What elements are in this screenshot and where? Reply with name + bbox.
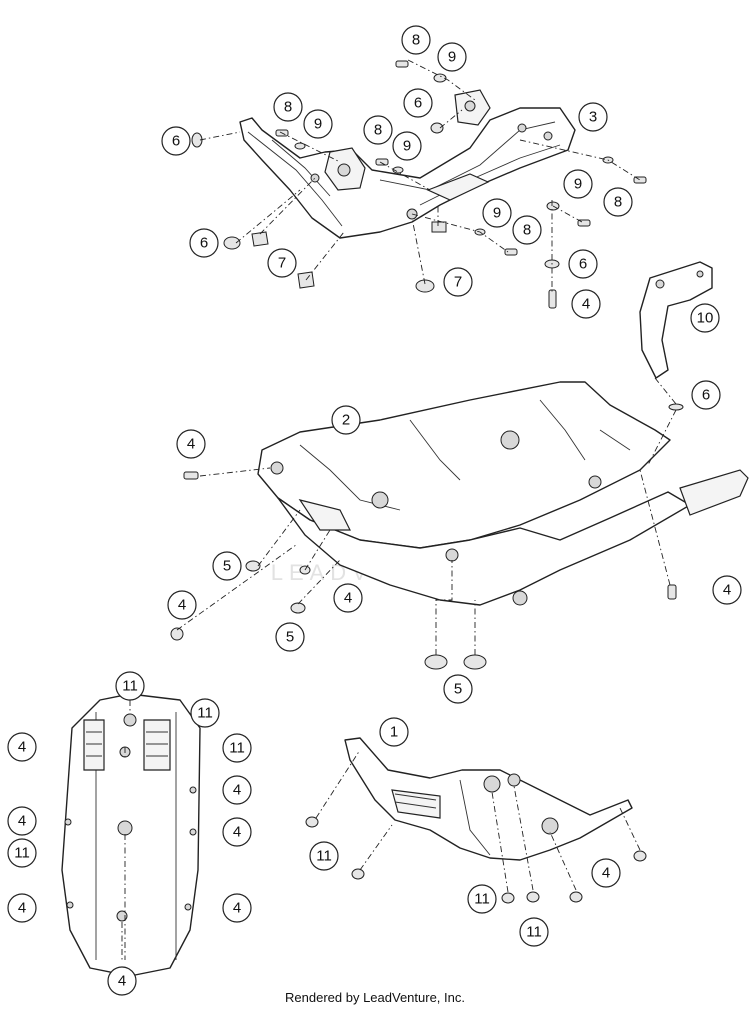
callout-8: 8 xyxy=(512,215,542,245)
callout-9: 9 xyxy=(392,131,422,161)
callout-6: 6 xyxy=(161,126,191,156)
upper-frame-part-3 xyxy=(239,89,576,239)
svg-text:11: 11 xyxy=(14,845,30,862)
callout-7: 7 xyxy=(267,248,297,278)
callout-2: 2 xyxy=(331,405,361,435)
callout-10: 10 xyxy=(690,303,720,333)
skid-plate-front-view xyxy=(61,693,201,977)
svg-text:8: 8 xyxy=(284,99,292,116)
svg-text:4: 4 xyxy=(178,597,186,614)
rear-guard-part-1 xyxy=(305,737,647,904)
callout-6: 6 xyxy=(189,228,219,258)
svg-text:9: 9 xyxy=(403,138,411,155)
callout-6: 6 xyxy=(691,380,721,410)
svg-text:6: 6 xyxy=(172,133,180,150)
svg-text:11: 11 xyxy=(122,678,138,695)
bracket-part-10 xyxy=(639,261,713,411)
svg-text:7: 7 xyxy=(278,255,286,272)
callout-11: 11 xyxy=(222,733,252,763)
callout-4: 4 xyxy=(222,817,252,847)
callout-5: 5 xyxy=(212,551,242,581)
callout-8: 8 xyxy=(401,25,431,55)
callout-11: 11 xyxy=(7,838,37,868)
callout-4: 4 xyxy=(222,775,252,805)
callout-11: 11 xyxy=(115,671,145,701)
callout-11: 11 xyxy=(519,917,549,947)
render-credit: Rendered by LeadVenture, Inc. xyxy=(285,990,465,1005)
callout-11: 11 xyxy=(190,698,220,728)
svg-text:3: 3 xyxy=(589,109,597,126)
svg-text:2: 2 xyxy=(342,412,350,429)
svg-text:7: 7 xyxy=(454,274,462,291)
callout-11: 11 xyxy=(467,884,497,914)
callout-4: 4 xyxy=(167,590,197,620)
callout-4: 4 xyxy=(591,858,621,888)
svg-text:6: 6 xyxy=(414,95,422,112)
svg-text:6: 6 xyxy=(200,235,208,252)
svg-text:4: 4 xyxy=(233,782,241,799)
svg-text:4: 4 xyxy=(187,436,195,453)
callouts: 8 9 6 3 8 9 8 9 6 9 8 9 8 6 7 7 6 4 10 6… xyxy=(7,25,742,996)
svg-text:11: 11 xyxy=(197,705,213,722)
callout-5: 5 xyxy=(443,674,473,704)
svg-text:4: 4 xyxy=(344,590,352,607)
svg-text:11: 11 xyxy=(316,848,332,865)
callout-4: 4 xyxy=(7,732,37,762)
svg-text:4: 4 xyxy=(18,813,26,830)
svg-text:5: 5 xyxy=(223,558,231,575)
svg-text:6: 6 xyxy=(579,256,587,273)
svg-text:8: 8 xyxy=(374,122,382,139)
upper-hardware xyxy=(191,60,647,309)
svg-text:1: 1 xyxy=(390,724,398,741)
callout-4: 4 xyxy=(107,966,137,996)
svg-text:5: 5 xyxy=(286,629,294,646)
svg-text:8: 8 xyxy=(614,194,622,211)
callout-4: 4 xyxy=(571,289,601,319)
svg-text:6: 6 xyxy=(702,387,710,404)
svg-text:4: 4 xyxy=(18,900,26,917)
callout-3: 3 xyxy=(578,102,608,132)
svg-text:8: 8 xyxy=(412,32,420,49)
skid-plate-part-2 xyxy=(257,381,749,606)
svg-text:4: 4 xyxy=(233,824,241,841)
svg-text:4: 4 xyxy=(602,865,610,882)
callout-5: 5 xyxy=(275,622,305,652)
svg-text:11: 11 xyxy=(229,740,245,757)
callout-8: 8 xyxy=(363,115,393,145)
callout-4: 4 xyxy=(333,583,363,613)
callout-4: 4 xyxy=(7,806,37,836)
svg-text:11: 11 xyxy=(474,891,490,908)
svg-text:4: 4 xyxy=(233,900,241,917)
svg-text:4: 4 xyxy=(723,582,731,599)
leader-lines xyxy=(121,59,677,960)
svg-text:4: 4 xyxy=(118,973,126,990)
svg-text:4: 4 xyxy=(18,739,26,756)
svg-text:9: 9 xyxy=(448,49,456,66)
svg-text:10: 10 xyxy=(697,310,714,327)
svg-text:9: 9 xyxy=(493,205,501,222)
callout-8: 8 xyxy=(603,187,633,217)
callout-11: 11 xyxy=(309,841,339,871)
svg-text:11: 11 xyxy=(526,924,542,941)
callout-9: 9 xyxy=(563,169,593,199)
callout-8: 8 xyxy=(273,92,303,122)
callout-7: 7 xyxy=(443,267,473,297)
callout-1: 1 xyxy=(379,717,409,747)
callout-4: 4 xyxy=(176,429,206,459)
svg-text:8: 8 xyxy=(523,222,531,239)
callout-4: 4 xyxy=(7,893,37,923)
svg-text:5: 5 xyxy=(454,681,462,698)
svg-text:9: 9 xyxy=(314,116,322,133)
callout-9: 9 xyxy=(303,109,333,139)
callout-9: 9 xyxy=(482,198,512,228)
callout-4: 4 xyxy=(222,893,252,923)
callout-4: 4 xyxy=(712,575,742,605)
callout-9: 9 xyxy=(437,42,467,72)
svg-text:9: 9 xyxy=(574,176,582,193)
svg-text:4: 4 xyxy=(582,296,590,313)
skid-plate-hardware xyxy=(170,471,677,670)
callout-6: 6 xyxy=(403,88,433,118)
callout-6: 6 xyxy=(568,249,598,279)
